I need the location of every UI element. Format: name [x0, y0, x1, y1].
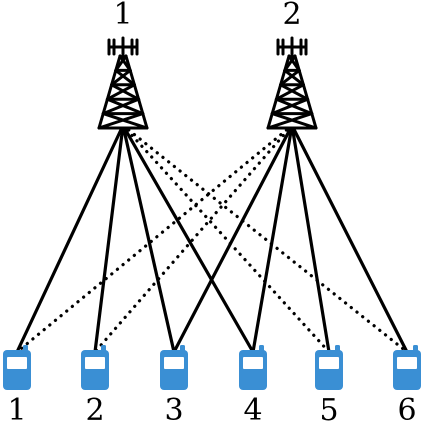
tower-2: 2 — [266, 0, 318, 130]
tower-label: 2 — [282, 0, 301, 32]
mobile-phone-icon — [315, 345, 343, 390]
device-4: 4 — [239, 345, 267, 424]
device-1: 1 — [3, 345, 31, 424]
device-label: 6 — [397, 393, 416, 424]
device-layer: 1 2 3 4 5 6 — [3, 345, 421, 424]
device-3: 3 — [160, 345, 188, 424]
tower-label: 1 — [113, 0, 132, 32]
link-tower-2-device-2-dotted — [93, 128, 290, 354]
device-label: 5 — [319, 393, 338, 424]
link-tower-1-device-5-dotted — [125, 128, 331, 354]
link-tower-1-device-2-solid — [93, 128, 125, 354]
device-label: 3 — [164, 393, 183, 424]
device-label: 1 — [7, 393, 26, 424]
link-tower-1-device-3-solid — [122, 128, 176, 354]
mobile-phone-icon — [81, 345, 109, 390]
link-layer — [15, 128, 409, 354]
device-label: 2 — [85, 393, 104, 424]
cell-tower-icon — [97, 36, 149, 130]
mobile-phone-icon — [393, 345, 421, 390]
mobile-phone-icon — [160, 345, 188, 390]
mobile-phone-icon — [3, 345, 31, 390]
tower-1: 1 — [97, 0, 149, 130]
device-5: 5 — [315, 345, 343, 424]
mobile-phone-icon — [239, 345, 267, 390]
link-tower-2-device-3-solid — [172, 128, 292, 354]
link-tower-1-device-6-dotted — [127, 128, 409, 354]
link-tower-2-device-6-solid — [292, 128, 409, 354]
device-label: 4 — [243, 393, 262, 424]
link-tower-2-device-5-solid — [291, 128, 331, 354]
cell-tower-icon — [266, 36, 318, 130]
link-tower-1-device-4-solid — [123, 128, 255, 354]
link-tower-2-device-1-dotted — [15, 128, 289, 354]
device-6: 6 — [393, 345, 421, 424]
link-tower-1-device-1-solid — [15, 128, 123, 354]
link-tower-2-device-4-solid — [251, 128, 293, 354]
device-2: 2 — [81, 345, 109, 424]
